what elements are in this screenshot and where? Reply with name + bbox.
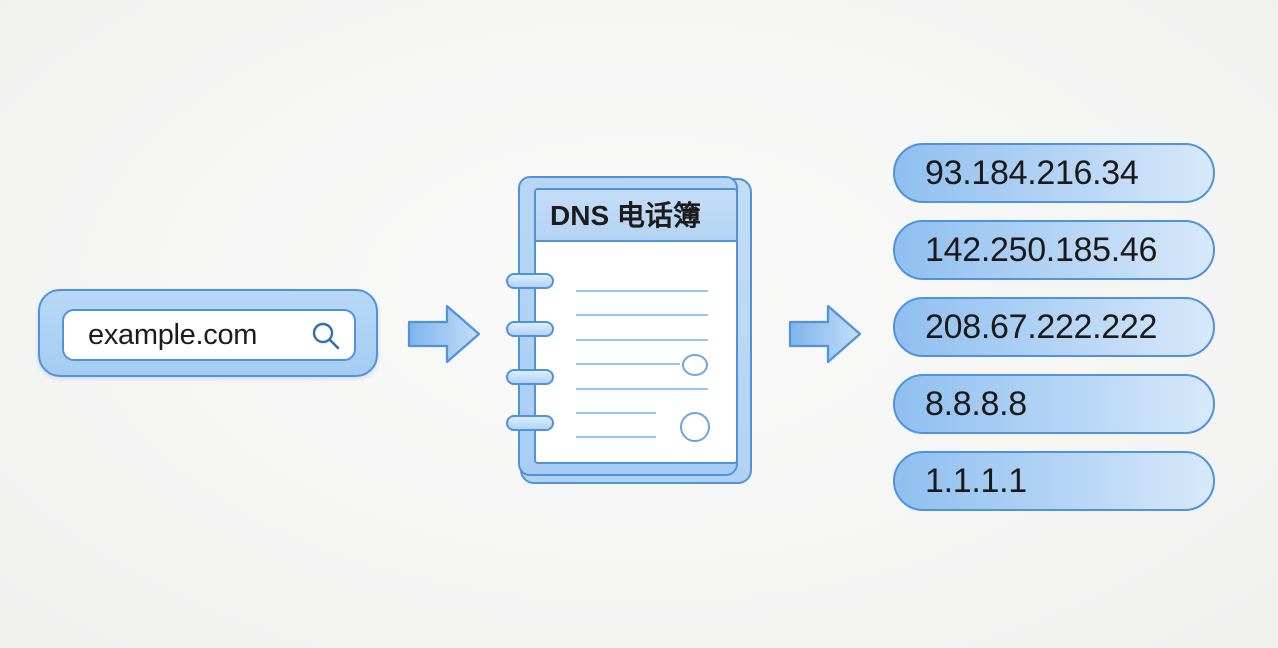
page-line <box>576 388 708 390</box>
ip-address: 208.67.222.222 <box>925 308 1158 346</box>
ip-address-pill: 208.67.222.222 <box>893 297 1215 357</box>
page-line <box>576 290 708 292</box>
domain-search-box: example.com <box>38 289 378 377</box>
search-input[interactable]: example.com <box>62 309 356 361</box>
ip-address-pill: 1.1.1.1 <box>893 451 1215 511</box>
binder-ring <box>506 369 554 385</box>
ip-address-pill: 142.250.185.46 <box>893 220 1215 280</box>
ip-address-pill: 8.8.8.8 <box>893 374 1215 434</box>
right-arrow-icon <box>788 304 862 364</box>
binder-ring <box>506 321 554 337</box>
page-line <box>576 436 656 438</box>
notebook-header: DNS 电话簿 <box>536 190 736 242</box>
notebook-title: DNS 电话簿 <box>550 200 701 231</box>
ip-address: 93.184.216.34 <box>925 154 1139 192</box>
page-line <box>576 412 656 414</box>
page-circle <box>680 412 710 442</box>
binder-ring <box>506 415 554 431</box>
domain-query: example.com <box>88 319 258 351</box>
page-line <box>576 363 680 365</box>
ip-address: 142.250.185.46 <box>925 231 1158 269</box>
page-line <box>576 314 708 316</box>
page-line <box>576 339 708 341</box>
dns-phonebook: DNS 电话簿 <box>500 172 762 490</box>
ip-address-pill: 93.184.216.34 <box>893 143 1215 203</box>
binder-ring <box>506 273 554 289</box>
right-arrow-icon <box>407 304 481 364</box>
ip-address: 1.1.1.1 <box>925 462 1027 500</box>
search-icon[interactable] <box>310 320 342 352</box>
ip-address: 8.8.8.8 <box>925 385 1027 423</box>
page-circle <box>682 354 708 376</box>
notebook-page: DNS 电话簿 <box>534 188 738 464</box>
